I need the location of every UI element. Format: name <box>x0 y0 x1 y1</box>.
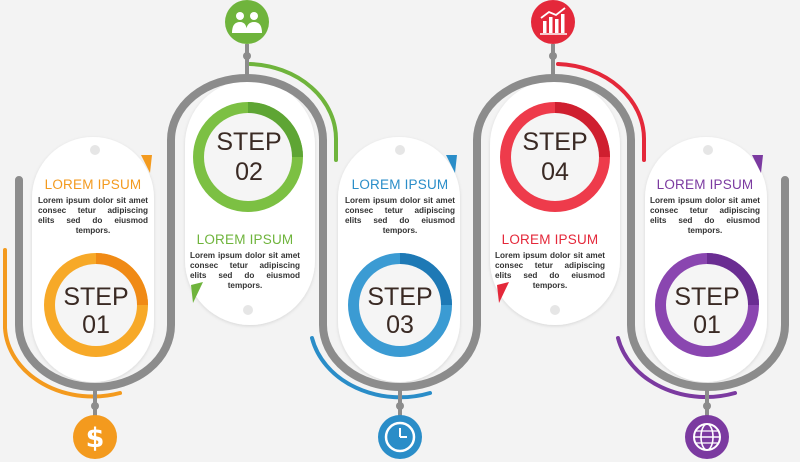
info-title: LOREM IPSUM <box>196 232 294 247</box>
flag-step-1 <box>141 155 152 173</box>
step-ring-2 <box>193 102 303 212</box>
people-icon <box>225 0 269 44</box>
ring-inner <box>204 113 292 201</box>
flag-step-3 <box>446 155 457 173</box>
stem-knob <box>549 52 557 60</box>
step-ring-5 <box>655 253 759 357</box>
step-number-3: 03 <box>386 311 414 339</box>
step-ring-3 <box>348 253 452 357</box>
info-body: Lorem ipsum dolor sit amet consec tetur … <box>495 251 605 290</box>
step-word-5: STEP <box>674 283 739 311</box>
step-ring-1 <box>44 253 148 357</box>
info-body: Lorem ipsum dolor sit amet consec tetur … <box>650 196 760 235</box>
stem-knob <box>396 402 404 410</box>
card-hole <box>550 305 560 315</box>
step-word-4: STEP <box>522 128 587 156</box>
globe-icon <box>685 415 729 459</box>
flag-step-5 <box>752 155 763 173</box>
flag-step-2 <box>191 282 203 303</box>
info-block-step-4: LOREM IPSUM Lorem ipsum dolor sit amet c… <box>491 232 609 291</box>
icon-stems <box>93 44 709 416</box>
step-word-3: STEP <box>367 283 432 311</box>
dollar-icon: $ <box>73 415 117 459</box>
step-number-2: 02 <box>235 158 263 186</box>
accent-arc-step-5 <box>616 336 737 400</box>
step-ring-4 <box>500 102 610 212</box>
step-number-5: 01 <box>693 311 721 339</box>
ring-inner <box>511 113 599 201</box>
flag-step-4 <box>497 282 509 303</box>
accent-arc-step-4 <box>556 62 647 162</box>
info-block-step-2: LOREM IPSUM Lorem ipsum dolor sit amet c… <box>186 232 304 291</box>
bar-chart-icon <box>531 0 575 44</box>
card-holes <box>90 145 713 315</box>
info-block-step-1: LOREM IPSUM Lorem ipsum dolor sit amet c… <box>34 177 152 236</box>
accent-arc-step-2 <box>248 62 339 162</box>
info-title: LOREM IPSUM <box>501 232 599 247</box>
info-title: LOREM IPSUM <box>656 177 754 192</box>
stem-knob <box>91 402 99 410</box>
card-hole <box>703 145 713 155</box>
ring-inner <box>359 264 441 346</box>
clock-icon <box>378 415 422 459</box>
step-labels: STEP 01 STEP 02 STEP 03 STEP 04 STEP 01 <box>63 128 739 339</box>
stem-knob <box>243 52 251 60</box>
accent-arc-step-1 <box>3 248 122 399</box>
svg-text:$: $ <box>86 423 105 454</box>
stem-knobs <box>91 52 711 410</box>
step-number-1: 01 <box>82 311 110 339</box>
ring-inner <box>666 264 748 346</box>
info-body: Lorem ipsum dolor sit amet consec tetur … <box>38 196 148 235</box>
info-title: LOREM IPSUM <box>44 177 142 192</box>
card-hole <box>90 145 100 155</box>
info-body: Lorem ipsum dolor sit amet consec tetur … <box>190 251 300 290</box>
ring-inner <box>55 264 137 346</box>
step-word-2: STEP <box>216 128 281 156</box>
info-body: Lorem ipsum dolor sit amet consec tetur … <box>345 196 455 235</box>
grey-track <box>15 74 789 391</box>
accent-arc-step-3 <box>310 336 432 400</box>
info-block-step-3: LOREM IPSUM Lorem ipsum dolor sit amet c… <box>341 177 459 236</box>
info-block-step-5: LOREM IPSUM Lorem ipsum dolor sit amet c… <box>646 177 764 236</box>
step-number-4: 04 <box>541 158 569 186</box>
stem-knob <box>703 402 711 410</box>
card-hole <box>395 145 405 155</box>
step-word-1: STEP <box>63 283 128 311</box>
info-title: LOREM IPSUM <box>351 177 449 192</box>
card-hole <box>243 305 253 315</box>
